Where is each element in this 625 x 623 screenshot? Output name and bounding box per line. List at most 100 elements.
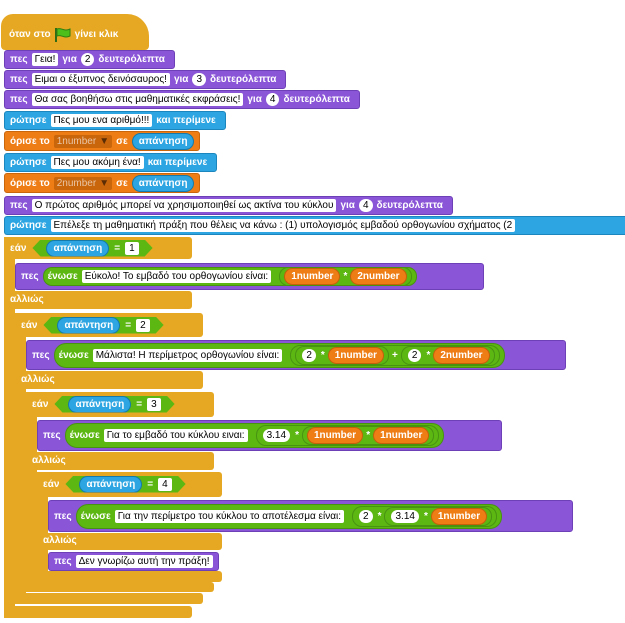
say-keyword: πες <box>54 556 72 567</box>
say-text-input[interactable]: Δεν γνωρίζω αυτή την πράξη! <box>75 555 213 568</box>
if-else-4-bottom <box>37 571 222 582</box>
ask-text-input[interactable]: Πες μου ενα αριθμό!!! <box>50 114 153 127</box>
variable-reporter-1number[interactable]: 1number <box>373 427 430 444</box>
variable-dropdown[interactable]: 2number ▼ <box>53 176 113 190</box>
if-else-1-arm <box>4 237 15 618</box>
answer-reporter[interactable]: απάντηση <box>46 240 109 257</box>
variable-name: 2number <box>56 177 97 189</box>
if-keyword: εάν <box>32 398 49 410</box>
variable-reporter-1number[interactable]: 1number <box>430 507 488 525</box>
multiply-reporter-inner[interactable]: 3.14 * 1number <box>384 506 493 526</box>
seconds-input[interactable]: 4 <box>358 199 373 212</box>
join-reporter[interactable]: ένωσε Για το εμβαδό του κύκλου ειναι: 3.… <box>64 423 445 448</box>
say-for-secs-block-1[interactable]: πες Γεια! για 2 δευτερόλεπτα <box>4 50 175 69</box>
set-variable-block-2[interactable]: όρισε το 2number ▼ σε απάντηση <box>4 173 201 193</box>
compare-value-input[interactable]: 4 <box>158 478 172 491</box>
say-text-input[interactable]: Ειμαι ο έξυπνος δεινόσαυρος! <box>31 73 170 86</box>
seconds-keyword: δευτερόλεπτα <box>283 94 350 105</box>
variable-reporter-1number[interactable]: 1number <box>284 268 341 285</box>
multiply-reporter[interactable]: 2 * 3.14 * 1number <box>352 505 498 527</box>
if-else-3-arm <box>26 392 37 592</box>
say-join-block-1[interactable]: πες ένωσε Εύκολο! Το εμβαδό του ορθογωνί… <box>15 263 484 290</box>
equals-condition[interactable]: απάντηση = 3 <box>54 396 174 413</box>
say-join-block-4[interactable]: πες ένωσε Για την περίμετρο του κύκλου τ… <box>48 500 573 532</box>
join-text-input[interactable]: Εύκολο! Το εμβαδό του ορθογωνίου είναι: <box>81 270 272 283</box>
multiply-operator: * <box>366 430 371 441</box>
say-keyword: πες <box>32 349 50 361</box>
answer-reporter[interactable]: απάντηση <box>57 317 120 334</box>
if-1-header: εάν απάντηση = 1 <box>10 239 153 257</box>
multiply-reporter-b[interactable]: 2 * 2number <box>400 345 495 365</box>
say-for-secs-block-2[interactable]: πες Ειμαι ο έξυπνος δεινόσαυρος! για 3 δ… <box>4 70 287 89</box>
ask-text-input[interactable]: Επέλεξε τη μαθηματική πράξη που θέλεις ν… <box>50 219 516 232</box>
ask-text-input[interactable]: Πες μου ακόμη ένα! <box>50 156 144 169</box>
ask-keyword: ρώτησε <box>10 115 47 126</box>
multiply-reporter[interactable]: 3.14 * 1number * 1number <box>255 425 440 446</box>
for-keyword: για <box>62 54 77 65</box>
say-block-unknown-operation[interactable]: πες Δεν γνωρίζω αυτή την πράξη! <box>48 552 219 571</box>
answer-reporter[interactable]: απάντηση <box>131 132 195 150</box>
join-text-input[interactable]: Για την περίμετρο του κύκλου το αποτέλεσ… <box>114 509 345 523</box>
multiplier-input[interactable]: 2 <box>407 348 422 362</box>
equals-condition[interactable]: απάντηση = 2 <box>43 317 163 334</box>
multiply-reporter-a[interactable]: 2 * 1number <box>295 345 390 365</box>
equals-condition[interactable]: απάντηση = 4 <box>65 476 185 493</box>
ask-and-wait-block-2[interactable]: ρώτησε Πες μου ακόμη ένα! και περίμενε <box>4 153 218 172</box>
ask-and-wait-block-1[interactable]: ρώτησε Πες μου ενα αριθμό!!! και περίμεν… <box>4 111 226 130</box>
if-3-header: εάν απάντηση = 3 <box>32 395 175 413</box>
say-for-secs-block-3[interactable]: πες Θα σας βοηθήσω στις μαθηματικές εκφρ… <box>4 90 360 109</box>
multiply-reporter-inner[interactable]: 1number * 1number <box>301 426 435 445</box>
ask-and-wait-block-3[interactable]: ρώτησε Επέλεξε τη μαθηματική πράξη που θ… <box>4 216 625 235</box>
compare-value-input[interactable]: 2 <box>136 319 150 332</box>
multiplier-input[interactable]: 2 <box>302 348 316 362</box>
join-text-input[interactable]: Μάλιστα! Η περίμετρος ορθογωνίου είναι: <box>92 348 283 362</box>
say-text-input[interactable]: Ο πρώτος αριθμός μπορεί να χρησιμοποιηθε… <box>31 199 337 212</box>
seconds-input[interactable]: 2 <box>80 53 95 66</box>
variable-reporter-2number[interactable]: 2number <box>433 346 490 364</box>
if-else-1-middle <box>4 291 192 309</box>
dropdown-arrow-icon: ▼ <box>99 135 110 147</box>
pi-input[interactable]: 3.14 <box>262 429 291 442</box>
plus-reporter[interactable]: 2 * 1number + 2 * 2number <box>290 344 500 366</box>
say-keyword: πες <box>43 430 61 441</box>
seconds-input[interactable]: 4 <box>265 93 280 106</box>
compare-value-input[interactable]: 3 <box>147 398 161 411</box>
equals-operator: = <box>114 242 121 254</box>
pi-input[interactable]: 3.14 <box>391 509 419 523</box>
seconds-input[interactable]: 3 <box>192 73 206 86</box>
join-reporter[interactable]: ένωσε Για την περίμετρο του κύκλου το απ… <box>75 503 503 529</box>
join-keyword: ένωσε <box>47 271 78 282</box>
join-keyword: ένωσε <box>80 510 111 522</box>
compare-value-input[interactable]: 1 <box>125 242 139 255</box>
equals-condition[interactable]: απάντηση = 1 <box>32 240 152 257</box>
hat-when-label: όταν στο <box>9 28 51 40</box>
for-keyword: για <box>173 74 189 85</box>
join-reporter[interactable]: ένωσε Μάλιστα! Η περίμετρος ορθογωνίου ε… <box>53 342 505 368</box>
answer-reporter[interactable]: απάντηση <box>131 174 195 192</box>
multiply-operator: * <box>320 349 325 361</box>
variable-reporter-1number[interactable]: 1number <box>306 427 364 444</box>
if-else-1-bottom <box>4 606 192 618</box>
say-keyword: πες <box>10 54 28 65</box>
say-text-input[interactable]: Γεια! <box>31 53 59 66</box>
else-2-label: αλλιώς <box>21 374 55 385</box>
variable-reporter-1number[interactable]: 1number <box>327 346 385 364</box>
say-text-input[interactable]: Θα σας βοηθήσω στις μαθηματικές εκφράσει… <box>31 93 244 106</box>
multiply-operator: * <box>377 510 382 522</box>
join-text-input[interactable]: Για το εμβαδό του κύκλου ειναι: <box>103 429 248 442</box>
multiply-reporter[interactable]: 1number * 2number <box>279 267 412 286</box>
ask-keyword: ρώτησε <box>10 220 47 231</box>
multiplier-input[interactable]: 2 <box>359 509 373 523</box>
set-variable-block-1[interactable]: όρισε το 1number ▼ σε απάντηση <box>4 131 201 151</box>
join-keyword: ένωσε <box>58 349 89 361</box>
join-reporter[interactable]: ένωσε Εύκολο! Το εμβαδό του ορθογωνίου ε… <box>42 267 417 286</box>
hat-block-green-flag[interactable] <box>1 14 149 50</box>
answer-reporter[interactable]: απάντηση <box>68 396 131 413</box>
say-join-block-3[interactable]: πες ένωσε Για το εμβαδό του κύκλου ειναι… <box>37 420 502 451</box>
set-keyword: όρισε το <box>10 135 50 147</box>
variable-reporter-2number[interactable]: 2number <box>350 268 407 285</box>
say-join-block-2[interactable]: πες ένωσε Μάλιστα! Η περίμετρος ορθογωνί… <box>26 340 566 370</box>
say-for-secs-block-4[interactable]: πες Ο πρώτος αριθμός μπορεί να χρησιμοπο… <box>4 196 453 215</box>
variable-dropdown[interactable]: 1number ▼ <box>53 134 113 148</box>
answer-reporter[interactable]: απάντηση <box>79 476 142 493</box>
